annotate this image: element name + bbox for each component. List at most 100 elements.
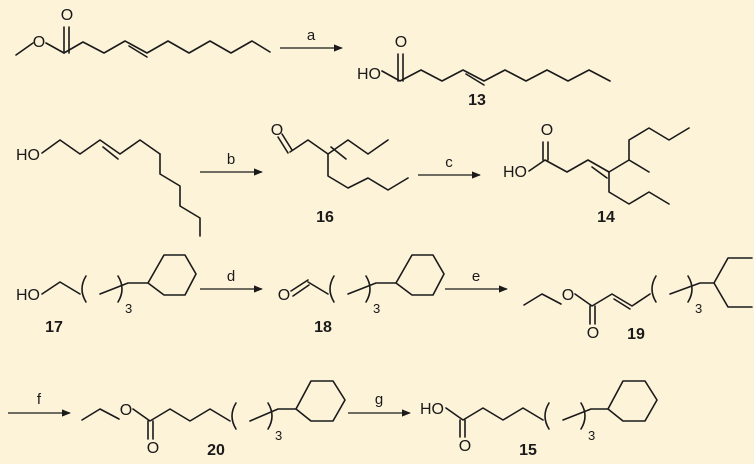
cyclohexane-ring — [395, 254, 445, 296]
compound-number-15: 15 — [519, 442, 537, 459]
bond-alkene-z — [330, 146, 347, 160]
bond-carbonyl — [397, 53, 404, 82]
atom-o-aldehyde: O — [271, 122, 283, 139]
skeleton-chain — [307, 281, 329, 295]
skeleton-chain — [45, 40, 271, 54]
compound-19-structure: O O 3 19 — [523, 257, 753, 343]
step-label-b: b — [227, 151, 235, 168]
skeleton-chain — [41, 139, 161, 155]
compound-13-structure: HO O 13 — [357, 34, 611, 109]
skeleton-chain — [381, 69, 611, 82]
compound-number-18: 18 — [314, 319, 332, 336]
repeat-bracket-left — [329, 275, 335, 303]
repeat-bracket-right — [365, 275, 371, 303]
atom-o-carbonyl: O — [541, 122, 553, 139]
atom-o-ester: O — [562, 287, 574, 304]
repeat-bracket-left — [231, 402, 237, 430]
bond-carbonyl — [542, 141, 549, 161]
atom-o-ester-methoxy: O — [33, 34, 45, 51]
bond-aldehyde — [290, 279, 310, 297]
step-label-d: d — [227, 268, 235, 285]
skeleton-tail — [628, 127, 690, 161]
skeleton-chain — [445, 407, 544, 421]
methyl-ester-structure: O O — [15, 7, 271, 58]
bond-carbonyl — [63, 26, 70, 54]
repeat-subscript: 3 — [275, 428, 282, 443]
compound-number-19: 19 — [627, 326, 645, 343]
compound-number-17: 17 — [45, 319, 63, 336]
skeleton-linker — [99, 282, 149, 295]
step-label-g: g — [375, 391, 383, 408]
compound-14-structure: HO O 14 — [503, 122, 690, 226]
arrow-step-c: c — [418, 154, 481, 179]
atom-ho: HO — [420, 401, 444, 418]
repeat-bracket-right — [580, 402, 586, 430]
arrow-step-g: g — [348, 391, 411, 417]
repeat-bracket-left — [651, 275, 657, 303]
skeleton-tail — [159, 153, 201, 237]
bond-carbonyl — [589, 305, 596, 325]
atom-ho: HO — [357, 66, 381, 83]
step-label-c: c — [445, 154, 453, 171]
skeleton-linker — [669, 282, 715, 295]
atom-ho: HO — [503, 164, 527, 181]
skeleton-chain — [528, 159, 650, 173]
repeat-bracket-left — [544, 402, 550, 430]
compound-number-13: 13 — [468, 92, 486, 109]
skeleton-linker — [562, 408, 609, 421]
skeleton-chain — [41, 281, 81, 295]
arrow-step-b: b — [200, 151, 263, 176]
skeleton-tail — [327, 153, 409, 191]
atom-o-carbonyl: O — [395, 34, 407, 51]
atom-o-aldehyde: O — [278, 287, 290, 304]
compound-number-14: 14 — [597, 209, 615, 226]
repeat-bracket-right — [267, 402, 273, 430]
arrow-step-f: f — [8, 391, 71, 417]
compound-number-20: 20 — [207, 442, 225, 459]
skeleton-tail-lower — [608, 171, 670, 205]
step-label-a: a — [307, 27, 316, 44]
bond-alkene-z — [591, 166, 608, 179]
repeat-bracket-left — [81, 275, 87, 303]
bond-carbonyl — [459, 419, 466, 438]
repeat-subscript: 3 — [588, 428, 595, 443]
arrow-step-a: a — [280, 27, 343, 52]
atom-o-carbonyl: O — [61, 7, 73, 24]
compound-16-structure: O 16 — [271, 122, 409, 226]
skeleton-linker — [249, 408, 297, 422]
skeleton-ethyl — [523, 293, 562, 306]
compound-number-16: 16 — [316, 209, 334, 226]
compound-18-structure: O 3 18 — [278, 254, 445, 336]
repeat-subscript: 3 — [125, 301, 132, 316]
cyclohexane-ring — [713, 257, 753, 308]
arrow-step-e: e — [445, 268, 508, 293]
z-alkenol-structure: HO — [16, 139, 201, 237]
atom-o-carbonyl: O — [459, 438, 471, 455]
compound-15-structure: HO O 3 15 — [420, 380, 658, 459]
bond-methyl — [15, 42, 34, 56]
bond-alkene-e — [465, 73, 485, 86]
atom-o-ester: O — [120, 402, 132, 419]
compound-20-structure: O O 3 20 — [81, 380, 346, 459]
repeat-subscript: 3 — [373, 301, 380, 316]
repeat-subscript: 3 — [695, 301, 702, 316]
cyclohexane-ring — [295, 380, 346, 422]
compound-17-structure: HO 3 17 — [16, 254, 197, 336]
cyclohexane-ring — [147, 254, 197, 296]
bond-alkene-e — [128, 45, 148, 58]
skeleton-ethyl — [81, 408, 120, 421]
repeat-bracket-right — [117, 275, 123, 303]
step-label-f: f — [37, 391, 42, 408]
atom-o-carbonyl: O — [147, 440, 159, 457]
arrow-step-d: d — [200, 268, 263, 293]
bond-alkene-e — [613, 298, 631, 310]
repeat-bracket-right — [687, 275, 693, 303]
step-label-e: e — [472, 268, 480, 285]
bond-carbonyl — [147, 420, 154, 440]
skeleton-linker — [347, 282, 397, 295]
atom-ho: HO — [16, 147, 40, 164]
atom-o-carbonyl: O — [587, 325, 599, 342]
bond-alkene-z — [102, 146, 119, 160]
skeleton-chain — [289, 139, 389, 155]
